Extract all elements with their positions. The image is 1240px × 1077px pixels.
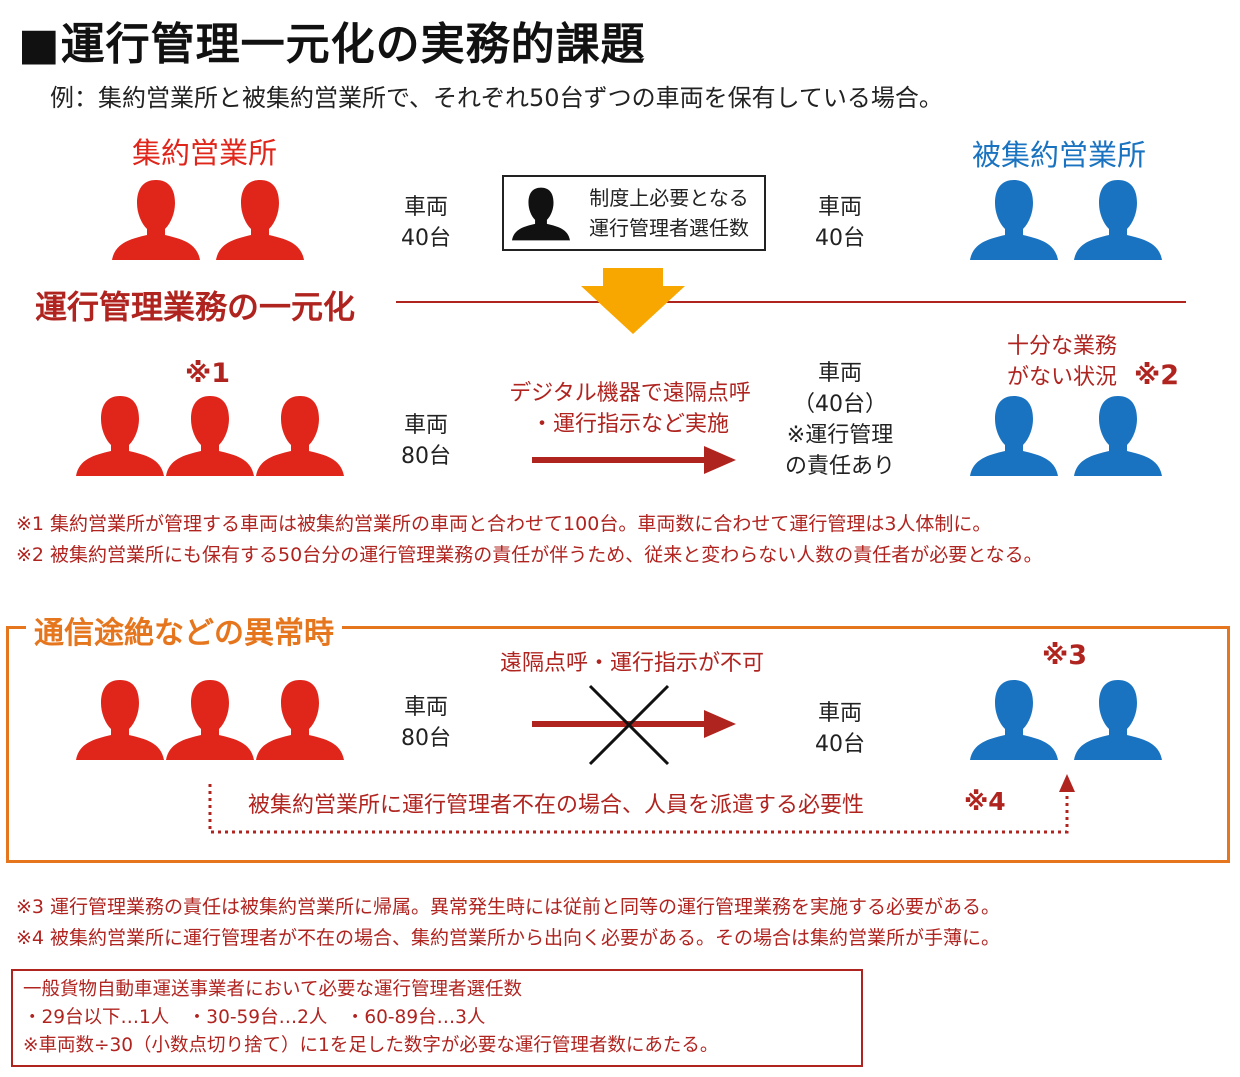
manager-person-icon xyxy=(512,187,570,241)
down-arrow-icon xyxy=(581,268,685,338)
mark-4: ※4 xyxy=(964,787,1006,816)
notes-block-1: ※1 集約営業所が管理する車両は被集約営業所の車両と合わせて100台。車両数に合… xyxy=(16,513,1043,566)
mark-1: ※1 xyxy=(185,358,231,389)
remote-rollcall-label: デジタル機器で遠隔点呼・運行指示など実施 xyxy=(509,381,751,437)
section-title-abnormal: 通信途絶などの異常時 xyxy=(26,608,342,652)
dispatch-label: 被集約営業所に運行管理者不在の場合、人員を派遣する必要性 xyxy=(248,793,865,818)
person-icon xyxy=(256,396,344,476)
page-subtitle: 例：集約営業所と被集約営業所で、それぞれ50台ずつの車両を保有している場合。 xyxy=(50,84,943,112)
dotted-arrow-up-icon xyxy=(200,770,1080,840)
notes-block-2: ※3 運行管理業務の責任は被集約営業所に帰属。異常発生時には従前と同等の運行管理… xyxy=(16,896,1001,949)
section-title-unification: 運行管理業務の一元化 xyxy=(35,288,356,326)
section-divider xyxy=(396,301,1186,303)
abnormal-section-frame xyxy=(6,626,1230,863)
person-icon xyxy=(76,396,164,476)
right-arrow-icon xyxy=(532,446,736,478)
mark-2: ※2 xyxy=(1134,360,1180,391)
person-icon xyxy=(970,680,1058,760)
required-managers-box: 制度上必要となる運行管理者選任数 xyxy=(502,175,766,251)
person-icon xyxy=(970,180,1058,260)
required-managers-label: 制度上必要となる運行管理者選任数 xyxy=(589,186,749,240)
cross-icon xyxy=(586,682,672,772)
person-icon xyxy=(112,180,200,260)
remote-unavailable-label: 遠隔点呼・運行指示が不可 xyxy=(499,651,764,676)
site-label-consolidating: 集約営業所 xyxy=(132,136,278,170)
vehicle-count-middle-right: 車両 （40台） ※運行管理 の責任あり xyxy=(784,361,895,479)
person-icon xyxy=(1074,680,1162,760)
person-icon xyxy=(970,396,1058,476)
person-icon xyxy=(216,180,304,260)
person-icon xyxy=(76,680,164,760)
person-icon xyxy=(1074,180,1162,260)
mark-3: ※3 xyxy=(1042,640,1088,671)
right-arrow-icon xyxy=(532,710,736,742)
person-icon xyxy=(1074,396,1162,476)
person-icon xyxy=(166,396,254,476)
page-title: ■運行管理一元化の実務的課題 xyxy=(18,19,646,70)
person-icon xyxy=(166,680,254,760)
insufficient-work-label: 十分な業務がない状況 xyxy=(1006,334,1117,390)
reference-box: 一般貨物自動車運送事業者において必要な運行管理者選任数 ・29台以下…1人 ・3… xyxy=(11,969,863,1067)
person-icon xyxy=(256,680,344,760)
site-label-consolidated: 被集約営業所 xyxy=(972,138,1147,172)
